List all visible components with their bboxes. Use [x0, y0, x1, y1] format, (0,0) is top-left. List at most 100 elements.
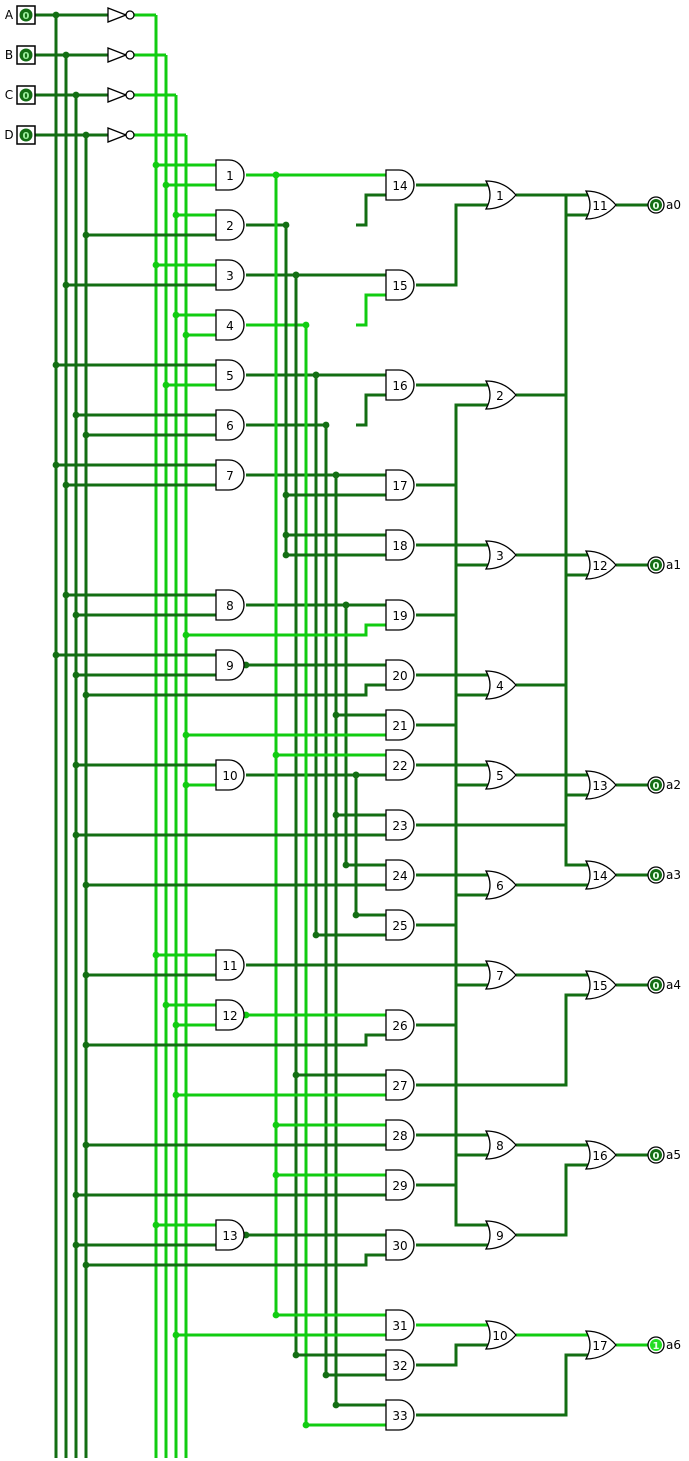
and-gate-15[interactable]: 15: [385, 269, 415, 301]
and-gate-6[interactable]: 6: [215, 409, 245, 441]
and-gate-label: 11: [222, 959, 237, 973]
and-gate-31[interactable]: 31: [385, 1309, 415, 1341]
output-label: a5: [666, 1148, 681, 1162]
or-input-wire: [416, 893, 489, 927]
and-gate-3[interactable]: 3: [215, 259, 245, 291]
junction-dot: [82, 1141, 90, 1149]
or-gate-6[interactable]: 6: [484, 870, 517, 900]
and-gate-body: [385, 269, 415, 301]
or-gate-label: 12: [592, 559, 607, 573]
not-gate-body: [107, 87, 128, 103]
output-label: a1: [666, 558, 681, 572]
or-gate-9[interactable]: 9: [484, 1220, 517, 1250]
output-label: a2: [666, 778, 681, 792]
or-gate-1[interactable]: 1: [484, 180, 517, 210]
and-gate-33[interactable]: 33: [385, 1399, 415, 1431]
and-gate-1[interactable]: 1: [215, 159, 245, 191]
or-input-wire: [416, 563, 489, 617]
or-gate-body: [484, 540, 517, 570]
and-gate-21[interactable]: 21: [385, 709, 415, 741]
and-gate-22[interactable]: 22: [385, 749, 415, 781]
not-gate: [107, 7, 135, 23]
and-gate-4[interactable]: 4: [215, 309, 245, 341]
or-gate-16[interactable]: 16: [584, 1140, 617, 1170]
and-gate-25[interactable]: 25: [385, 909, 415, 941]
output-pin-value: 0: [653, 201, 660, 212]
and-gate-label: 8: [226, 599, 234, 613]
and-gate-8[interactable]: 8: [215, 589, 245, 621]
or-gate-body: [584, 770, 617, 800]
or-gate-2[interactable]: 2: [484, 380, 517, 410]
or-gate-body: [584, 190, 617, 220]
and-gate-label: 28: [392, 1129, 407, 1143]
junction-dot: [332, 471, 340, 479]
and-gate-label: 10: [222, 769, 237, 783]
or-gate-4[interactable]: 4: [484, 670, 517, 700]
and-gate-body: [385, 909, 415, 941]
and-gate-19[interactable]: 19: [385, 599, 415, 631]
or-gate-label: 8: [496, 1139, 504, 1153]
and-gate-body: [215, 649, 245, 681]
and-gate-18[interactable]: 18: [385, 529, 415, 561]
junction-dot: [162, 381, 170, 389]
and-gate-label: 5: [226, 369, 234, 383]
and-gate-20[interactable]: 20: [385, 659, 415, 691]
and-gate-10[interactable]: 10: [215, 759, 245, 791]
junction-dot: [62, 51, 70, 59]
and-gate-24[interactable]: 24: [385, 859, 415, 891]
junction-dot: [332, 1401, 340, 1409]
and-gate-16[interactable]: 16: [385, 369, 415, 401]
and-gate-32[interactable]: 32: [385, 1349, 415, 1381]
or-gate-10[interactable]: 10: [484, 1320, 517, 1350]
and-gate-28[interactable]: 28: [385, 1119, 415, 1151]
output-pin-led: [650, 1339, 662, 1351]
junction-dot: [72, 1241, 80, 1249]
or-gate-15[interactable]: 15: [584, 970, 617, 1000]
and-gate-body: [215, 999, 245, 1031]
output-pin-value: 0: [653, 561, 660, 572]
or-gate-3[interactable]: 3: [484, 540, 517, 570]
and-gate-29[interactable]: 29: [385, 1169, 415, 1201]
and-input-wire: [356, 293, 386, 327]
or-gate-7[interactable]: 7: [484, 960, 517, 990]
or-gate-12[interactable]: 12: [584, 550, 617, 580]
junction-dot: [72, 611, 80, 619]
and-gate-17[interactable]: 17: [385, 469, 415, 501]
and-gate-14[interactable]: 14: [385, 169, 415, 201]
and-gate-9[interactable]: 9: [215, 649, 245, 681]
and-gate-5[interactable]: 5: [215, 359, 245, 391]
or-input-wire: [416, 763, 489, 787]
junction-dot: [302, 1421, 310, 1429]
and-gate-26[interactable]: 26: [385, 1009, 415, 1041]
or-gate-5[interactable]: 5: [484, 760, 517, 790]
or-gate-11[interactable]: 11: [584, 190, 617, 220]
and-gate-label: 24: [392, 869, 407, 883]
and-gate-label: 26: [392, 1019, 407, 1033]
junction-dot: [272, 171, 280, 179]
or-gate-body: [484, 960, 517, 990]
and-gate-13[interactable]: 13: [215, 1219, 245, 1251]
and-gate-12[interactable]: 12: [215, 999, 245, 1031]
or-gate-body: [584, 1140, 617, 1170]
and-gate-7[interactable]: 7: [215, 459, 245, 491]
or-gate-8[interactable]: 8: [484, 1130, 517, 1160]
not-gate-bubble: [125, 50, 135, 60]
or-gate-label: 13: [592, 779, 607, 793]
and-gate-23[interactable]: 23: [385, 809, 415, 841]
or-gate-label: 14: [592, 869, 607, 883]
or-input-wire: [416, 403, 489, 487]
or-input-wire: [516, 573, 589, 687]
junction-dot: [272, 751, 280, 759]
or-gate-13[interactable]: 13: [584, 770, 617, 800]
input-pin-value: 0: [23, 51, 30, 62]
and-gate-27[interactable]: 27: [385, 1069, 415, 1101]
and-gate-2[interactable]: 2: [215, 209, 245, 241]
and-gate-label: 21: [392, 719, 407, 733]
and-gate-label: 17: [392, 479, 407, 493]
and-gate-11[interactable]: 11: [215, 949, 245, 981]
or-gate-17[interactable]: 17: [584, 1330, 617, 1360]
and-gate-30[interactable]: 30: [385, 1229, 415, 1261]
junction-dot: [72, 671, 80, 679]
or-gate-14[interactable]: 14: [584, 860, 617, 890]
not-gate: [107, 127, 135, 143]
